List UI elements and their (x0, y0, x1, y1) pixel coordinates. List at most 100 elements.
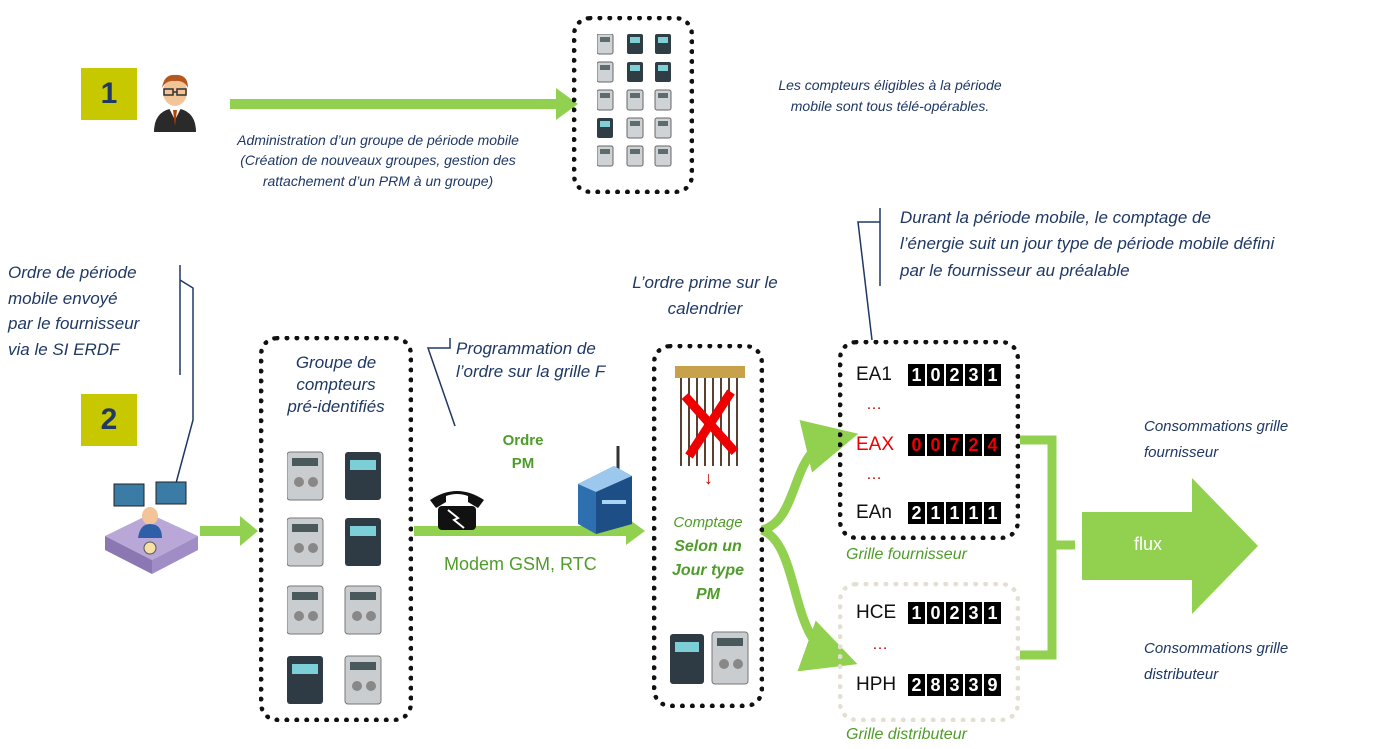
counting-label-line2: Selon un (674, 537, 742, 555)
counting-label-line3: Jour type (671, 561, 744, 579)
digit: 2 (908, 674, 925, 696)
digit: 0 (927, 434, 944, 456)
supplier-grid-caption: Grille fournisseur (846, 546, 967, 563)
meter-group-label-line: Groupe de (295, 353, 377, 372)
digit: 2 (946, 602, 963, 624)
digit: 1 (908, 364, 925, 386)
supplier-consumption-note-line: Consommations grille (1144, 418, 1289, 435)
supplier-register-ean: EAn 2 1 1 1 1 (856, 502, 1001, 524)
mobile-period-note-line: Durant la période mobile, le comptage de (900, 208, 1211, 227)
mobile-period-note-line: l’énergie suit un jour type de période m… (900, 234, 1275, 254)
register-digits: 2 1 1 1 1 (908, 502, 1001, 524)
eligible-meters-note-line: Les compteurs éligibles à la période (778, 77, 1002, 93)
register-digits: 1 0 2 3 1 (908, 364, 1001, 386)
operator-to-group-arrow (200, 516, 258, 546)
register-label: HPH (856, 674, 897, 695)
to-distributor-arrow (759, 525, 858, 672)
programming-note: Programmation de l’ordre sur la grille F (456, 338, 656, 384)
distributor-consumption-note-line: distributeur (1144, 666, 1219, 684)
distributor-grid-box (838, 582, 1020, 722)
admin-description-line: (Création de nouveaux groupes, gestion d… (240, 152, 516, 169)
priority-note-line: calendrier (667, 298, 743, 318)
digit: 0 (908, 434, 925, 456)
admin-arrow (230, 88, 578, 120)
digit: 1 (946, 502, 963, 524)
digit: 1 (927, 502, 944, 524)
digit: 3 (946, 674, 963, 696)
order-callout-line (171, 265, 194, 499)
distributor-ellipsis: … (872, 636, 889, 653)
counting-label-line4: PM (696, 585, 720, 603)
order-sent-note-line: par le fournisseur (8, 314, 140, 333)
step-1-badge: 1 (81, 68, 137, 120)
digit: 1 (984, 364, 1001, 386)
register-digits: 0 0 7 2 4 (908, 434, 1001, 456)
distributor-consumption-note-line: Consommations grille (1144, 640, 1289, 657)
digit: 0 (927, 364, 944, 386)
call-center-operator-icon (105, 481, 198, 574)
register-label: EA1 (856, 364, 892, 385)
digit: 0 (927, 602, 944, 624)
register-label: EAX (856, 434, 895, 455)
supplier-grid-box (838, 340, 1020, 540)
gsm-modem-icon (578, 446, 632, 534)
order-sent-note-line: Ordre de période (8, 263, 137, 282)
grids-bracket (1020, 435, 1075, 660)
supplier-ellipsis-1: … (866, 396, 883, 413)
digit: 1 (908, 602, 925, 624)
register-digits: 2 8 3 3 9 (908, 674, 1001, 696)
register-label: HCE (856, 602, 897, 623)
supplier-register-eax: EAX 0 0 7 2 4 (856, 434, 1001, 456)
distributor-grid-caption: Grille distributeur (846, 726, 967, 743)
programming-callout-line (426, 338, 456, 427)
meter-group-label-line: compteurs (296, 375, 376, 395)
programming-note-line: Programmation de (456, 339, 596, 358)
programming-note-line: l’ordre sur la grille F (456, 361, 606, 381)
meter-group-label-line: pré-identifiés (287, 397, 385, 417)
supplier-register-ea1: EA1 1 0 2 3 1 (856, 364, 1001, 386)
digit: 2 (946, 364, 963, 386)
modem-label: Modem GSM, RTC (444, 554, 597, 574)
meter-grid-icon (597, 34, 672, 167)
distributor-register-hph: HPH 2 8 3 3 9 (856, 674, 1001, 696)
supplier-consumption-note-line: fournisseur (1144, 444, 1219, 462)
order-pm-label-line: Ordre (502, 432, 544, 449)
digit: 4 (984, 434, 1001, 456)
digit: 1 (965, 502, 982, 524)
counting-meters-icon (670, 631, 749, 685)
distributor-consumption-note: Consommations grille distributeur (1144, 636, 1374, 689)
digit: 1 (984, 602, 1001, 624)
telephone-icon (430, 491, 484, 530)
register-label: EAn (856, 502, 892, 523)
counting-box (652, 344, 764, 708)
eligible-meters-note: Les compteurs éligibles à la période mob… (740, 75, 1040, 117)
meter-group-label: Groupe de compteurs pré-identifiés (262, 352, 410, 418)
digit: 7 (946, 434, 963, 456)
to-supplier-arrow (760, 420, 859, 535)
digit: 3 (965, 674, 982, 696)
admin-description: Administration d’un groupe de période mo… (198, 130, 558, 191)
digit: 3 (965, 602, 982, 624)
counting-label-line1: Comptage (673, 514, 743, 531)
mobile-period-note: Durant la période mobile, le comptage de… (900, 205, 1370, 284)
distributor-register-hce: HCE 1 0 2 3 1 (856, 602, 1001, 624)
order-pm-label: Ordre PM (488, 430, 558, 475)
flux-label: flux (1134, 534, 1163, 554)
digit: 2 (908, 502, 925, 524)
order-sent-note: Ordre de période mobile envoyé par le fo… (8, 260, 178, 362)
register-digits: 1 0 2 3 1 (908, 602, 1001, 624)
flux-arrow (1082, 478, 1258, 614)
counting-down-arrow: ↓ (704, 468, 713, 488)
electric-meter-icon (287, 451, 382, 705)
eligible-meters-note-line: mobile sont tous télé-opérables. (790, 98, 990, 114)
digit: 2 (965, 434, 982, 456)
digit: 1 (984, 502, 1001, 524)
mobile-callout-line (857, 208, 881, 341)
digit: 3 (965, 364, 982, 386)
digit: 8 (927, 674, 944, 696)
digit: 9 (984, 674, 1001, 696)
counting-label: Comptage Selon un Jour type PM (656, 512, 760, 607)
admin-description-line: Administration d’un groupe de période mo… (237, 132, 519, 148)
order-sent-note-line: via le SI ERDF (8, 339, 120, 359)
